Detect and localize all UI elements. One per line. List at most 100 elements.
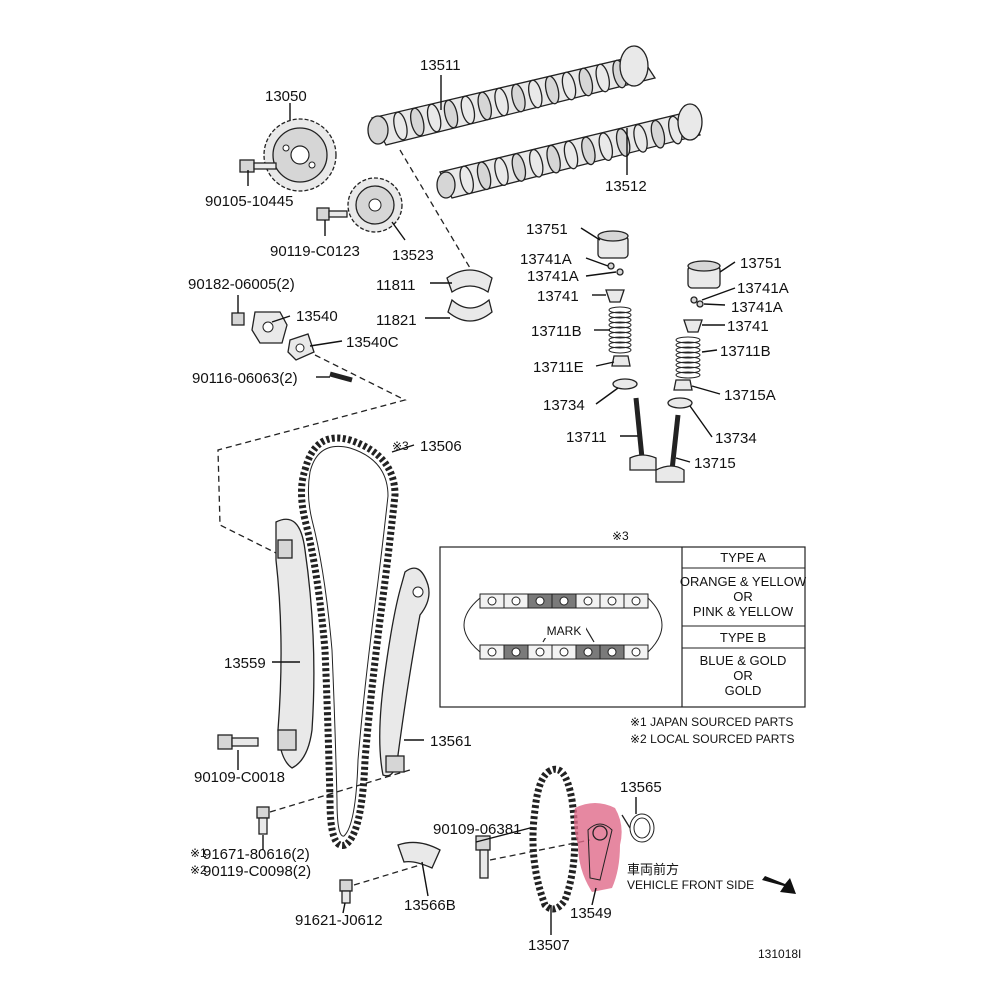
spring-coil (675, 351, 701, 359)
chain-damper-13566B (397, 841, 441, 869)
part-label-90119-c0098: 90119-C0098(2) (203, 863, 311, 880)
diagram-id: 131018I (758, 947, 801, 961)
part-label-13741a-b2: 13741A (731, 299, 783, 316)
cam-lobe (561, 71, 577, 101)
type-a-line-3: PINK & YELLOW (693, 604, 794, 619)
part-label-13711b-a: 13711B (531, 323, 582, 340)
part-label-91621-j0612: 91621-J0612 (295, 912, 383, 929)
cam-lobe (650, 119, 666, 149)
cam-lobe (528, 148, 544, 178)
part-label-13540c: 13540C (346, 334, 399, 351)
spring-coil (608, 336, 632, 344)
chain-pin (559, 647, 569, 657)
part-label-13741-b: 13741 (727, 318, 769, 335)
inset-mark-label: MARK (547, 624, 582, 638)
gasket-13540C (287, 333, 315, 361)
part-label-13751-a: 13751 (526, 221, 568, 238)
part-label-90109-06381: 90109-06381 (433, 821, 521, 838)
spring-coil (675, 346, 701, 354)
cam-lobe (494, 87, 509, 117)
spring-coil (608, 321, 632, 329)
cam-lobe (511, 153, 527, 182)
leader-lines (237, 75, 736, 935)
spring-coil (608, 331, 632, 339)
dashed-guide-pump (489, 839, 591, 861)
chain-pin (607, 596, 617, 606)
part-label-90105-10445: 90105-10445 (205, 193, 293, 210)
part-label-13511: 13511 (420, 57, 461, 74)
vehicle-front-arrow (762, 876, 796, 894)
bearing-11821 (447, 298, 493, 322)
part-label-13711b-b: 13711B (720, 343, 771, 360)
spring-coil (675, 361, 701, 369)
inset-note-ref: ※3 (612, 529, 629, 543)
part-label-13506: 13506 (420, 438, 462, 455)
cam-lobe (581, 136, 596, 166)
part-label-90116-06063: 90116-06063(2) (192, 370, 298, 387)
chain-pin (487, 647, 497, 657)
type-b-line-1: BLUE & GOLD (700, 653, 787, 668)
cam-lobe (578, 67, 594, 97)
cam-lobe (443, 99, 459, 129)
spring-coil (675, 371, 701, 379)
timing-chain-13506 (298, 434, 399, 849)
cam-lobe (546, 144, 561, 174)
chain-pin (631, 647, 641, 657)
sprocket-13523 (347, 177, 403, 233)
type-a-line-2: OR (733, 589, 753, 604)
chain-pin (607, 647, 617, 657)
cam-lobe (598, 132, 614, 162)
part-label-13565: 13565 (620, 779, 662, 796)
spring-coil (608, 306, 632, 314)
tensioner-arm-13549-highlighted (574, 803, 622, 892)
part-label-13561: 13561 (430, 733, 472, 750)
part-label-13559: 13559 (224, 655, 266, 672)
part-label-90109-c0018: 90109-C0018 (194, 769, 285, 786)
part-label-13741a-a1: 13741A (520, 251, 572, 268)
vvt-gear-13050 (263, 118, 337, 192)
cam-lobe (544, 75, 560, 105)
type-b-line-3: GOLD (725, 683, 762, 698)
part-label-91671-80616: 91671-80616(2) (203, 846, 310, 863)
dashed-guide-camshaft (399, 149, 471, 269)
cam-lobe (426, 103, 442, 133)
cam-lobe (563, 140, 579, 170)
part-label-13734-a: 13734 (543, 397, 585, 414)
camshaft-13511 (367, 45, 657, 146)
part-label-13512: 13512 (605, 178, 647, 195)
type-a-line-1: ORANGE & YELLOW (680, 574, 807, 589)
cam-lobe (511, 83, 526, 113)
spring-coil (608, 346, 632, 354)
chain-pin (583, 596, 593, 606)
part-label-13523: 13523 (392, 247, 434, 264)
bolt-90105-10445 (239, 159, 277, 173)
spring-coil (675, 336, 701, 344)
cam-lobe (460, 95, 476, 125)
part-label-13715a: 13715A (724, 387, 776, 404)
part-label-13711e: 13711E (533, 359, 584, 376)
camshaft-13512 (436, 103, 703, 199)
oil-pump-chain-13507 (529, 765, 579, 913)
vehicle-front-jp: 車両前方 (627, 862, 679, 877)
part-label-13751-b: 13751 (740, 255, 782, 272)
chain-pin (631, 596, 641, 606)
note2-mark: ※2 (190, 863, 207, 877)
spring-coil (675, 366, 701, 374)
bolt-90109-06381 (475, 835, 491, 879)
chain-pin (511, 596, 521, 606)
part-label-13549: 13549 (570, 905, 612, 922)
spring-coil (608, 341, 632, 349)
type-b-line-2: OR (733, 668, 753, 683)
cam-lobe (477, 91, 493, 121)
part-label-11821: 11821 (376, 312, 417, 329)
part-label-13741a-a2: 13741A (527, 268, 579, 285)
spring-coil (675, 341, 701, 349)
stud-90116-06063 (329, 371, 353, 383)
bolt-90109-C0018 (217, 734, 259, 750)
type-b-header: TYPE B (720, 630, 766, 645)
bolt-90119-C0123 (316, 207, 348, 221)
chain-pin (583, 647, 593, 657)
cam-lobe (527, 79, 543, 109)
tensioner-13540 (251, 311, 288, 344)
nut-90182-06005 (231, 312, 245, 326)
